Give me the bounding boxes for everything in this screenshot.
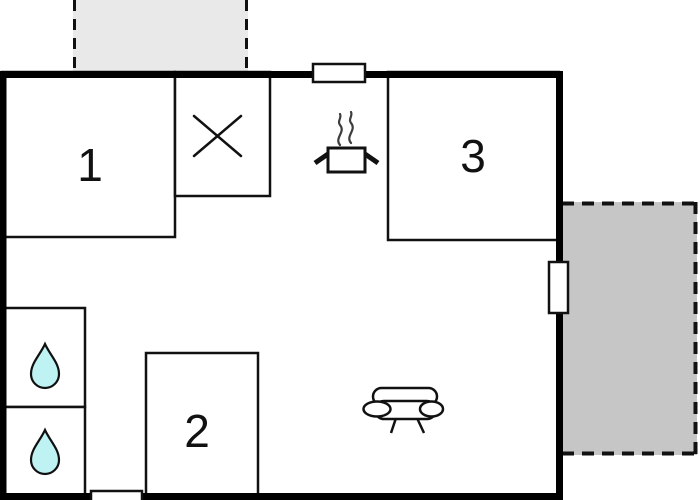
sofa-armrest-right bbox=[418, 400, 445, 418]
door-bottom bbox=[89, 489, 144, 500]
room-2 bbox=[144, 351, 260, 500]
room-1-label: 1 bbox=[77, 139, 103, 191]
shower-x-icon bbox=[192, 114, 243, 158]
room-2-label: 2 bbox=[184, 405, 210, 457]
window-top bbox=[311, 62, 367, 84]
stove-pot-icon bbox=[313, 110, 380, 174]
terrace-right bbox=[562, 201, 698, 456]
shower-room bbox=[173, 70, 272, 198]
window-right bbox=[547, 260, 570, 315]
pot-handle-left bbox=[313, 151, 330, 166]
sofa-leg-right bbox=[415, 417, 426, 434]
room-1 bbox=[0, 70, 177, 239]
water-drop-icon-2 bbox=[29, 427, 61, 476]
pot-handle-right bbox=[363, 151, 380, 166]
water-drop-icon bbox=[29, 341, 61, 390]
terrace-top-fill bbox=[73, 0, 248, 75]
pot-body bbox=[326, 146, 367, 174]
terrace-right-fill bbox=[562, 202, 697, 455]
sofa-armrest-left bbox=[362, 400, 392, 418]
terrace-top bbox=[73, 0, 248, 75]
room-3 bbox=[386, 70, 561, 242]
washbasin-box-2 bbox=[0, 405, 87, 500]
steam-icon bbox=[337, 110, 354, 147]
room-3-label: 3 bbox=[460, 130, 486, 182]
sofa-icon bbox=[362, 386, 445, 434]
sofa-leg-left bbox=[389, 417, 398, 434]
